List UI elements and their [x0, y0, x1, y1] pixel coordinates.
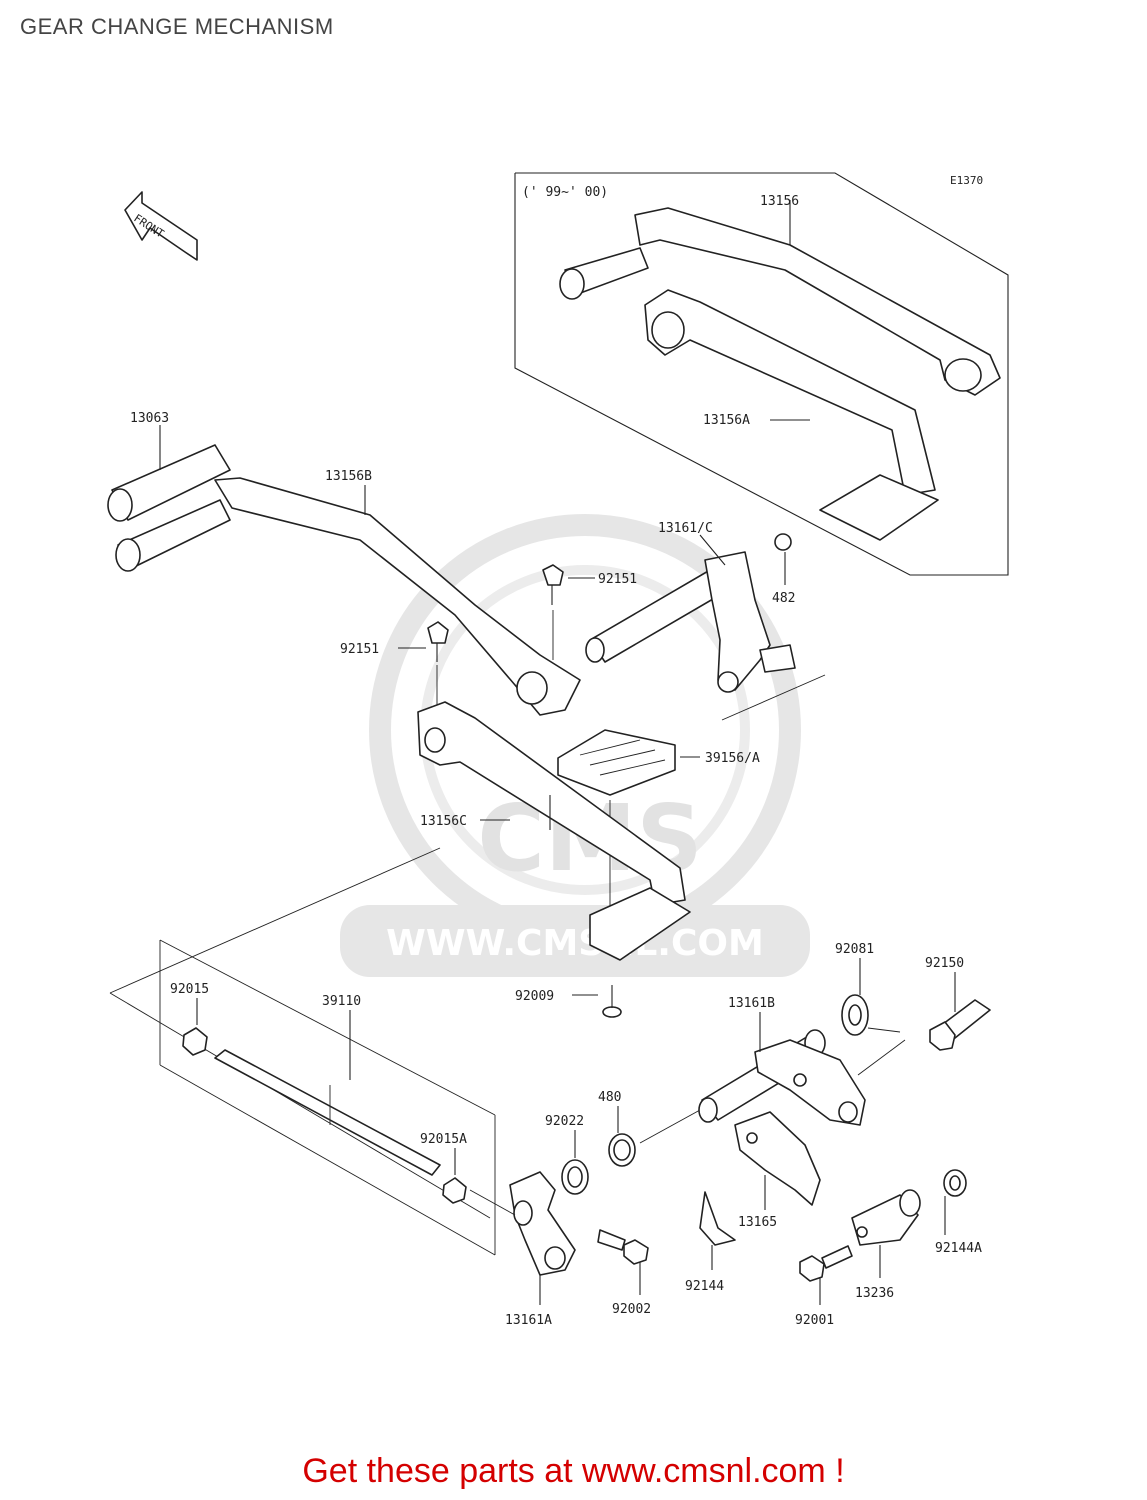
- label-482: 482: [772, 591, 795, 606]
- label-92002: 92002: [612, 1302, 651, 1317]
- part-92009-screw: [572, 985, 622, 1018]
- footer-link-text[interactable]: Get these parts at www.cmsnl.com !: [302, 1452, 845, 1490]
- front-arrow-icon: FRONT: [124, 191, 198, 261]
- label-92151-lower: 92151: [340, 642, 379, 657]
- part-92081-spring: [841, 958, 901, 1036]
- part-39156A-pad: [557, 729, 700, 935]
- label-13165: 13165: [738, 1215, 777, 1230]
- label-92151-upper: 92151: [598, 572, 637, 587]
- part-92002-bolt: [597, 1229, 649, 1295]
- label-92144: 92144: [685, 1279, 724, 1294]
- variant-box: [514, 172, 1009, 576]
- label-13161B: 13161B: [728, 996, 775, 1011]
- part-13161B-shaft: [698, 1012, 906, 1126]
- part-13156A-lever: [644, 289, 939, 541]
- label-13156B: 13156B: [325, 469, 372, 484]
- cms-watermark: CMS WWW.CMSNL.COM: [340, 514, 810, 977]
- page-title: GEAR CHANGE MECHANISM: [20, 14, 334, 39]
- label-39156A: 39156/A: [705, 751, 760, 766]
- label-13236: 13236: [855, 1286, 894, 1301]
- label-92001: 92001: [795, 1313, 834, 1328]
- part-92144A-spring: [943, 1169, 967, 1235]
- label-13156A: 13156A: [703, 413, 750, 428]
- diagram-code: E1370: [950, 174, 983, 187]
- part-482-clip: [774, 533, 792, 585]
- part-13161A-lever: [469, 1171, 576, 1305]
- part-13063-grip: [107, 425, 231, 522]
- part-92015-nut: [182, 998, 208, 1056]
- label-92081: 92081: [835, 942, 874, 957]
- label-92150: 92150: [925, 956, 964, 971]
- watermark-url: WWW.CMSNL.COM: [386, 923, 764, 964]
- label-480: 480: [598, 1090, 621, 1105]
- assembly-guide-lines: [109, 847, 496, 1256]
- label-13156: 13156: [760, 194, 799, 209]
- label-92144A: 92144A: [935, 1241, 982, 1256]
- part-92150-bolt: [929, 972, 991, 1051]
- part-92151-bolt-upper: [542, 564, 595, 660]
- variant-note: (' 99~' 00): [522, 185, 608, 200]
- part-13156-shift-lever: [559, 200, 1001, 396]
- part-13161C-shaft: [585, 534, 826, 721]
- part-92151-bolt-lower: [398, 621, 449, 705]
- label-13063: 13063: [130, 411, 169, 426]
- label-92022: 92022: [545, 1114, 584, 1129]
- part-13236-arm: [851, 1189, 921, 1278]
- label-92009: 92009: [515, 989, 554, 1004]
- label-13161A: 13161A: [505, 1313, 552, 1328]
- part-13165-plate: [734, 1111, 821, 1210]
- part-92015A-nut: [442, 1148, 467, 1204]
- part-480-circlip: [608, 1106, 701, 1167]
- parts-diagram: CMS WWW.CMSNL.COM FRONT E1370 (' 99~' 00…: [107, 172, 1009, 1328]
- label-92015A: 92015A: [420, 1132, 467, 1147]
- part-92144-spring: [699, 1191, 736, 1270]
- label-13156C: 13156C: [420, 814, 467, 829]
- part-39110-rod: [214, 1010, 441, 1176]
- label-13161C: 13161/C: [658, 521, 713, 536]
- label-92015: 92015: [170, 982, 209, 997]
- part-92001-bolt: [799, 1245, 853, 1305]
- part-13156C-arm: [417, 701, 691, 961]
- part-92022-washer: [561, 1130, 589, 1195]
- label-39110: 39110: [322, 994, 361, 1009]
- part-13156B-lever: [115, 477, 581, 716]
